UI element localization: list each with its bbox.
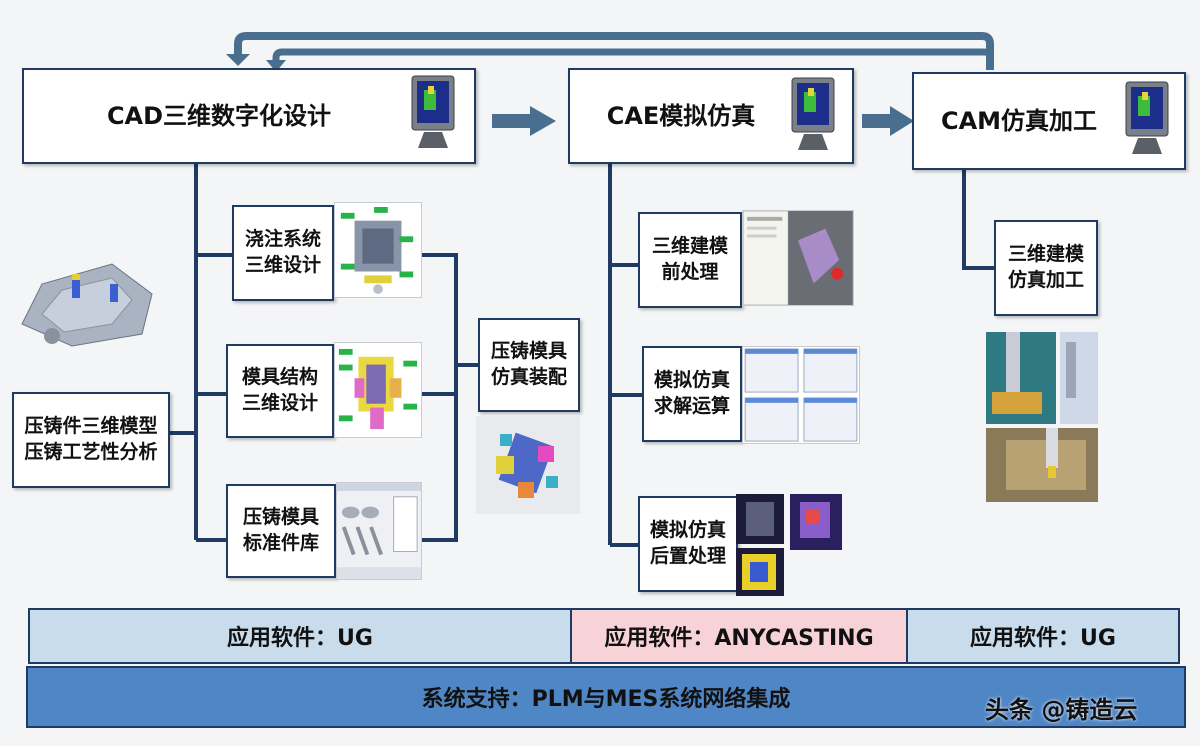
cae-pre-box: 三维建模 前处理 — [638, 212, 742, 308]
cam-header-label: CAM仿真加工 — [940, 106, 1098, 135]
cae-post-box: 模拟仿真 后置处理 — [638, 496, 738, 592]
machining-line1: 三维建模 — [1007, 243, 1084, 266]
post-line1: 模拟仿真 — [649, 519, 726, 542]
software-ug-right: 应用软件：UG — [906, 608, 1180, 664]
mold-structure-box: 模具结构 三维设计 — [226, 344, 334, 438]
software-anycasting: 应用软件：ANYCASTING — [570, 608, 908, 664]
cae-to-cam-arrow — [862, 106, 914, 136]
feedback-arrow — [234, 32, 994, 70]
pre-line2: 前处理 — [661, 261, 719, 283]
cae-header-label: CAE模拟仿真 — [606, 101, 756, 130]
cae-solve-box: 模拟仿真 求解运算 — [642, 346, 742, 442]
casting-model-box: 压铸件三维模型 压铸工艺性分析 — [12, 392, 170, 488]
system-support-label: 系统支持：PLM与MES系统网络集成 — [421, 687, 791, 712]
feedback-arrow-inner — [272, 48, 994, 62]
mold-structure-image — [334, 342, 422, 438]
cam-machining-image — [986, 332, 1098, 502]
mold-line2: 三维设计 — [241, 392, 318, 414]
assembly-line2: 仿真装配 — [490, 366, 567, 388]
casting-line2: 压铸工艺性分析 — [24, 441, 158, 463]
software-ug-left: 应用软件：UG — [28, 608, 572, 664]
monitor-icon — [411, 75, 455, 148]
cad-header-label: CAD三维数字化设计 — [106, 101, 332, 130]
software-ug-right-label: 应用软件：UG — [970, 626, 1116, 651]
standard-parts-image — [336, 482, 422, 580]
system-support-bar: 系统支持：PLM与MES系统网络集成 — [26, 666, 1186, 728]
pre-line1: 三维建模 — [651, 235, 728, 258]
cae-tree-lines — [608, 163, 642, 547]
cad-header-box: CAD三维数字化设计 — [22, 68, 476, 164]
gating-system-box: 浇注系统 三维设计 — [232, 205, 334, 301]
cam-machining-box: 三维建模 仿真加工 — [994, 220, 1098, 316]
gating-line1: 浇注系统 — [244, 228, 321, 251]
gating-line2: 三维设计 — [244, 254, 321, 276]
software-anycasting-label: 应用软件：ANYCASTING — [604, 626, 874, 651]
assembly-box: 压铸模具 仿真装配 — [478, 318, 580, 412]
assembly-line1: 压铸模具 — [490, 340, 567, 363]
watermark: 头条 @铸造云 — [985, 696, 1138, 724]
monitor-icon — [1125, 81, 1169, 154]
casting-line1: 压铸件三维模型 — [24, 415, 158, 438]
solve-line2: 求解运算 — [653, 395, 730, 417]
cad-tree-lines — [170, 163, 478, 542]
standard-parts-box: 压铸模具 标准件库 — [226, 484, 336, 578]
post-line2: 后置处理 — [649, 545, 726, 567]
casting-part-image — [21, 263, 153, 347]
feedback-arrow-head-right — [266, 60, 286, 72]
software-ug-left-label: 应用软件：UG — [227, 626, 373, 651]
std-line1: 压铸模具 — [242, 506, 319, 529]
cae-pre-image — [742, 210, 854, 306]
cam-tree-lines — [962, 168, 994, 270]
machining-line2: 仿真加工 — [1007, 269, 1084, 291]
feedback-arrow-head-left — [226, 54, 250, 66]
cae-solve-image — [742, 346, 860, 444]
std-line2: 标准件库 — [242, 532, 319, 554]
cad-to-cae-arrow — [492, 106, 556, 136]
mold-assembly-image — [476, 416, 580, 514]
monitor-icon — [791, 77, 835, 150]
mold-line1: 模具结构 — [241, 366, 318, 389]
solve-line1: 模拟仿真 — [653, 369, 730, 392]
cae-post-image — [736, 494, 842, 596]
gating-system-image — [334, 202, 422, 298]
